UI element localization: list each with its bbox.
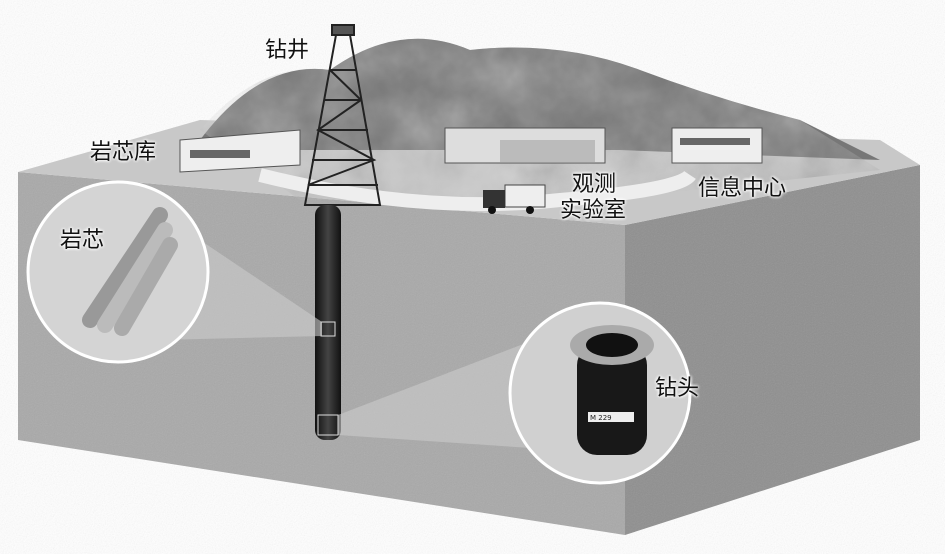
label-lab-line2: 实验室 [560, 198, 627, 223]
truck [483, 184, 546, 214]
core-storage-building [179, 129, 301, 173]
label-info-center: 信息中心 [698, 176, 787, 201]
label-drill-bit: 钻头 [655, 376, 700, 401]
core-samples [82, 207, 178, 336]
label-derrick: 钻井 [265, 38, 310, 63]
label-lab-line1: 观测 [572, 172, 617, 197]
label-core: 岩芯 [60, 228, 105, 253]
drill-bit: M 229 [570, 325, 654, 455]
label-core-storage: 岩芯库 [90, 140, 157, 165]
drill-bit-tag: M 229 [590, 414, 612, 422]
derrick [303, 24, 382, 206]
info-center-building [671, 127, 763, 164]
lab-building [444, 127, 606, 164]
